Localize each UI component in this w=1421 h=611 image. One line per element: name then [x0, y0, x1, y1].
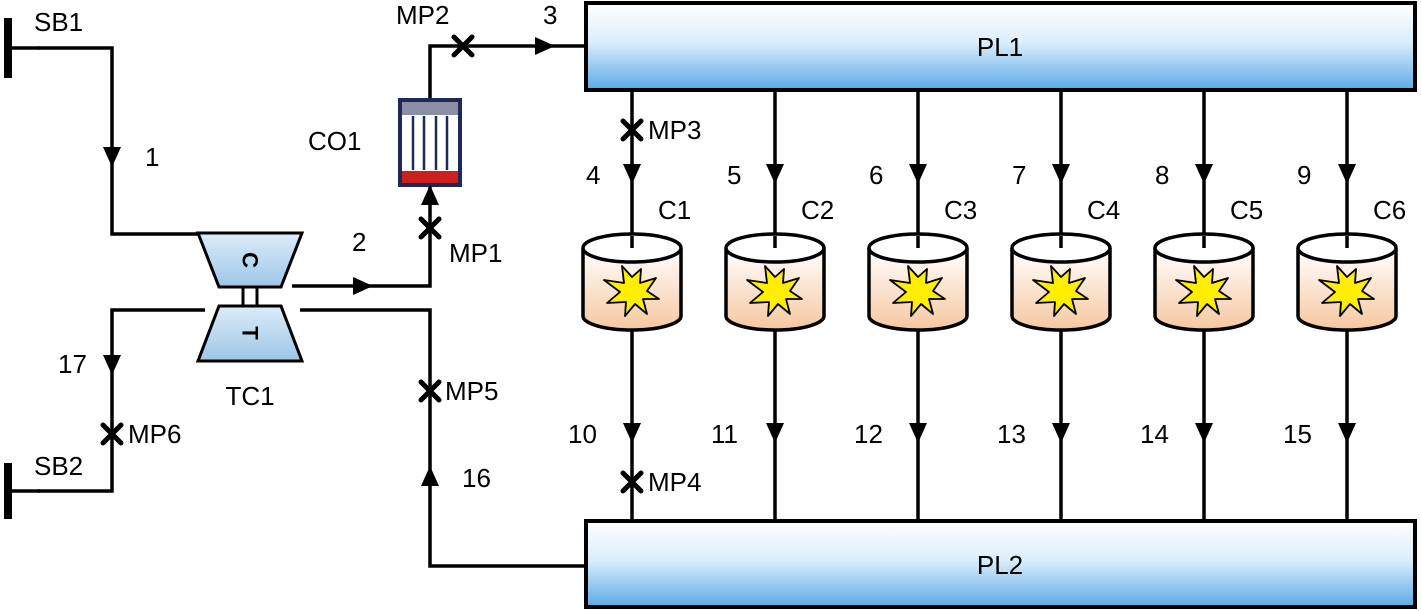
arrow-10: [623, 423, 641, 443]
arrow-3: [535, 37, 555, 55]
stream-14-label: 14: [1140, 419, 1169, 449]
arrow-14: [1195, 423, 1213, 443]
arrow-1: [103, 147, 121, 167]
mp6-label: MP6: [128, 419, 181, 449]
arrow-16: [421, 466, 439, 486]
cylinder-labels: C1 C2 C3 C4 C5 C6: [658, 195, 1406, 225]
mp1-label: MP1: [449, 238, 502, 268]
arrow-cooler-in: [421, 185, 439, 205]
c6-label: C6: [1373, 195, 1406, 225]
arrow-13: [1052, 423, 1070, 443]
sb1-label: SB1: [34, 7, 83, 37]
c5-label: C5: [1230, 195, 1263, 225]
c2-label: C2: [801, 195, 834, 225]
arrow-5: [766, 164, 784, 184]
arrow-6: [909, 164, 927, 184]
stream-1-label: 1: [145, 142, 159, 172]
explosion-icon: [1032, 265, 1089, 317]
stream-17-label: 17: [58, 349, 87, 379]
stream-numbers: 1 2 3 16 17 4 5 6 7 8 9 10 11 12 13 14 1…: [58, 0, 1312, 493]
cylinder-c5: [1153, 232, 1255, 332]
measurement-points: MP1 MP2 MP3 MP4 MP5 MP6: [103, 0, 701, 497]
stream-2-label: 2: [352, 227, 366, 257]
stream-11-label: 11: [711, 419, 738, 449]
c3-label: C3: [944, 195, 977, 225]
co1-label: CO1: [308, 126, 361, 156]
turbine-shape: [195, 304, 305, 363]
stream-3-label: 3: [543, 0, 557, 30]
explosion-icon: [746, 265, 803, 317]
turbine-label: T: [238, 326, 263, 340]
turbocharger-tc1: C T TC1: [195, 231, 305, 411]
stream-12-label: 12: [854, 419, 883, 449]
explosion-icon: [603, 265, 660, 317]
cylinder-c6: [1296, 232, 1398, 332]
c4-label: C4: [1087, 195, 1120, 225]
arrow-12: [909, 423, 927, 443]
compressor-shape: [195, 231, 305, 289]
pipe-16: [300, 308, 586, 568]
pipe-1: [38, 46, 205, 236]
pl1-label: PL1: [977, 32, 1023, 62]
source-boundary-sb1: SB1: [4, 7, 83, 78]
pipe-2: [292, 185, 432, 288]
stream-10-label: 10: [568, 419, 597, 449]
source-boundary-sb2: SB2: [4, 451, 83, 519]
cylinder-c2: [724, 232, 826, 332]
arrow-7: [1052, 164, 1070, 184]
stream-7-label: 7: [1012, 160, 1026, 190]
compressor-label: C: [238, 252, 263, 268]
arrow-4: [623, 164, 641, 184]
stream-13-label: 13: [997, 419, 1026, 449]
cylinder-c4: [1010, 232, 1112, 332]
pl2-label: PL2: [977, 550, 1023, 580]
stream-8-label: 8: [1155, 160, 1169, 190]
pipe-3: [428, 44, 586, 100]
arrow-17: [103, 355, 121, 375]
mp5-label: MP5: [445, 376, 498, 406]
arrow-8: [1195, 164, 1213, 184]
c1-label: C1: [658, 195, 691, 225]
mp3-label: MP3: [648, 115, 701, 145]
tc1-label: TC1: [225, 381, 274, 411]
explosion-icon: [889, 265, 946, 317]
mp2-label: MP2: [396, 0, 449, 30]
arrow-2: [353, 277, 373, 295]
sb2-label: SB2: [34, 451, 83, 481]
plenum-pl2: PL2: [584, 519, 1417, 609]
stream-15-label: 15: [1283, 419, 1312, 449]
arrow-15: [1338, 423, 1356, 443]
arrow-9: [1338, 164, 1356, 184]
arrow-11: [766, 423, 784, 443]
cylinder-c3: [867, 232, 969, 332]
stream-6-label: 6: [869, 160, 883, 190]
cylinders: [581, 232, 1398, 332]
cooler-co1: CO1: [308, 98, 462, 187]
explosion-icon: [1175, 265, 1232, 317]
mp4-label: MP4: [648, 467, 701, 497]
cylinder-c1: [581, 232, 683, 332]
pipe-17: [38, 308, 205, 493]
stream-16-label: 16: [462, 463, 491, 493]
stream-4-label: 4: [586, 160, 600, 190]
explosion-icon: [1318, 265, 1375, 317]
stream-5-label: 5: [727, 160, 741, 190]
plenum-pl1: PL1: [584, 1, 1417, 92]
stream-9-label: 9: [1297, 160, 1311, 190]
